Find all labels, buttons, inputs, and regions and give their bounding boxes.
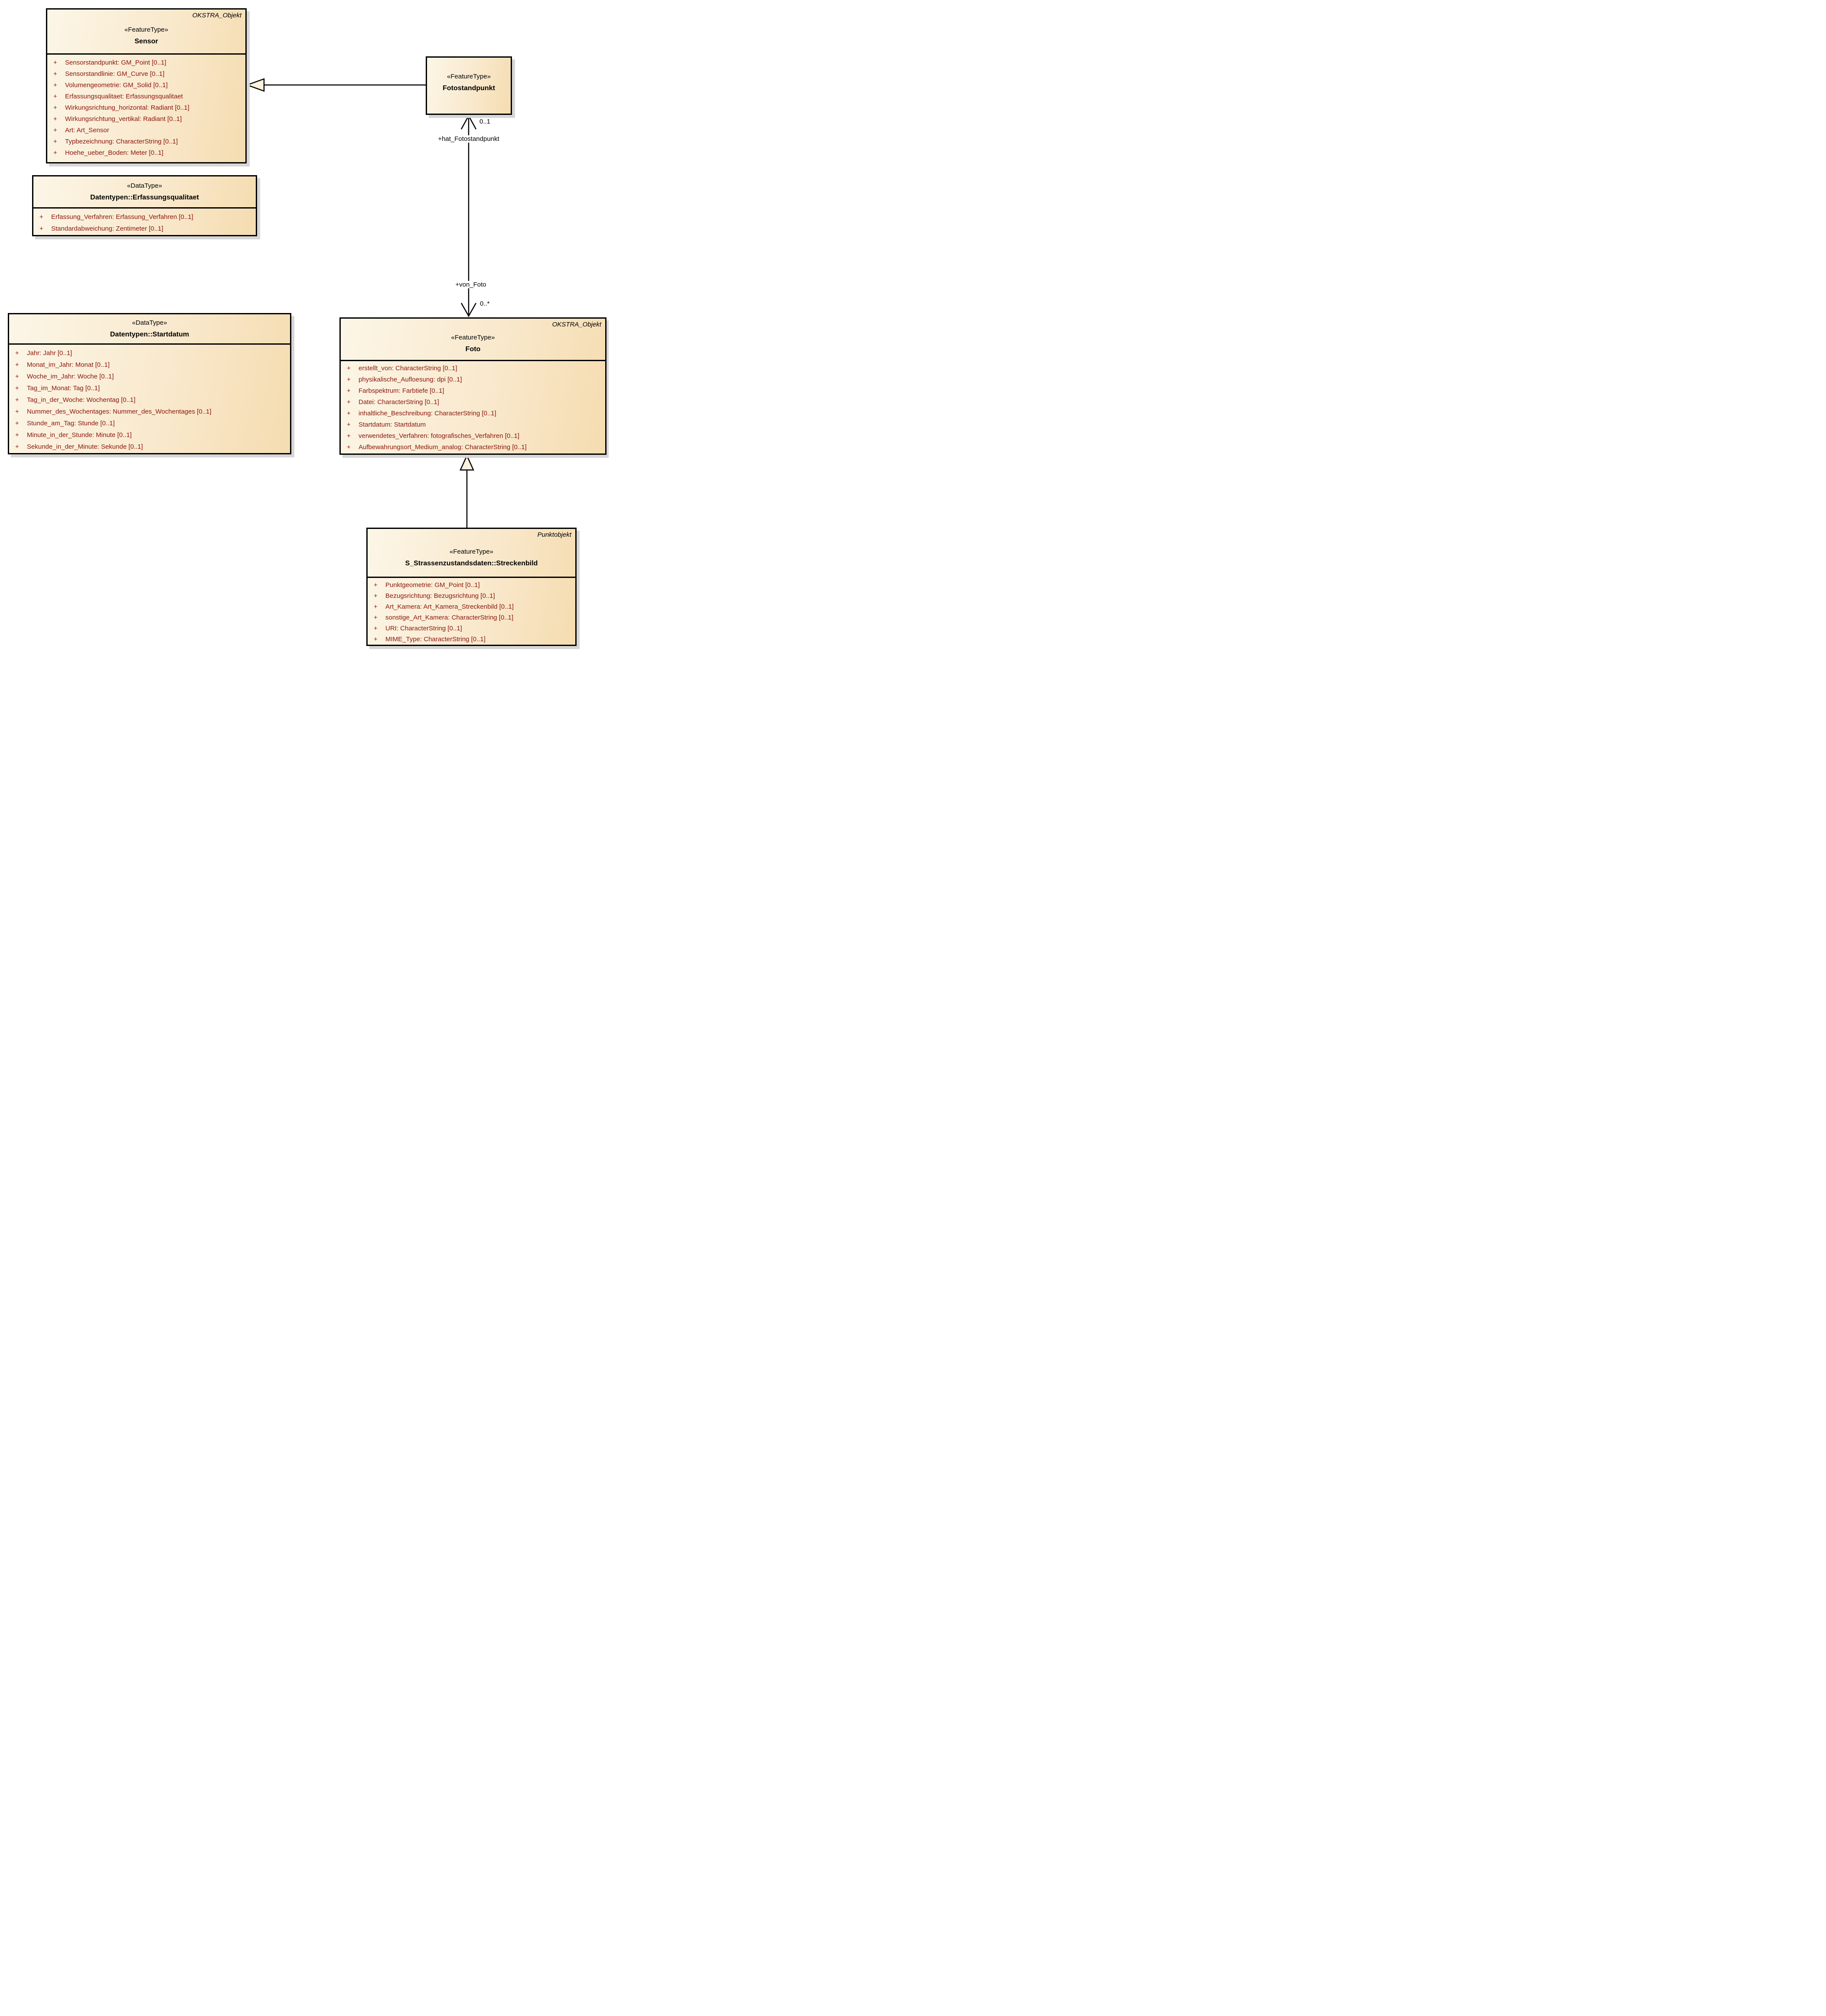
attributes-compartment: +Erfassung_Verfahren: Erfassung_Verfahre… xyxy=(33,209,256,235)
class-box-sensor[interactable]: OKSTRA_Objekt «FeatureType» Sensor +Sens… xyxy=(46,8,247,163)
class-tag: OKSTRA_Objekt xyxy=(192,12,241,19)
attribute-row: +Sensorstandpunkt: GM_Point [0..1] xyxy=(53,59,166,66)
attribute-row: +Erfassungsqualitaet: Erfassungsqualitae… xyxy=(53,93,183,100)
attribute-row: +Woche_im_Jahr: Woche [0..1] xyxy=(15,373,114,380)
class-name: Datentypen::Erfassungsqualitaet xyxy=(90,194,199,201)
uml-diagram-canvas: 0..1 +hat_Fotostandpunkt +von_Foto 0..* … xyxy=(0,0,609,672)
multiplicity-von-foto: 0..* xyxy=(479,300,491,307)
class-stereotype: «FeatureType» xyxy=(450,548,493,555)
attribute-row: +Bezugsrichtung: Bezugsrichtung [0..1] xyxy=(374,592,495,600)
attribute-row: +Wirkungsrichtung_horizontal: Radiant [0… xyxy=(53,104,189,111)
attribute-row: +Art_Kamera: Art_Kamera_Streckenbild [0.… xyxy=(374,603,514,610)
hollow-triangle-arrowhead-icon xyxy=(460,454,474,471)
attribute-row: +Farbspektrum: Farbtiefe [0..1] xyxy=(347,387,444,395)
attribute-row: +erstellt_von: CharacterString [0..1] xyxy=(347,365,457,372)
attribute-row: +Punktgeometrie: GM_Point [0..1] xyxy=(374,581,480,589)
attributes-compartment: +erstellt_von: CharacterString [0..1] +p… xyxy=(341,361,605,453)
attribute-row: +Wirkungsrichtung_vertikal: Radiant [0..… xyxy=(53,115,182,123)
attribute-row: +URI: CharacterString [0..1] xyxy=(374,625,462,632)
class-stereotype: «FeatureType» xyxy=(447,73,491,80)
class-name: Foto xyxy=(465,346,481,353)
attributes-compartment: +Jahr: Jahr [0..1] +Monat_im_Jahr: Monat… xyxy=(9,345,290,453)
role-label-von-foto: +von_Foto xyxy=(454,281,488,288)
attribute-row: +Hoehe_ueber_Boden: Meter [0..1] xyxy=(53,149,163,157)
class-box-fotostandpunkt[interactable]: «FeatureType» Fotostandpunkt xyxy=(426,56,512,115)
class-name: Sensor xyxy=(134,38,158,45)
class-name: S_Strassenzustandsdaten::Streckenbild xyxy=(405,559,538,567)
attribute-row: +Aufbewahrungsort_Medium_analog: Charact… xyxy=(347,444,527,451)
attribute-row: +Art: Art_Sensor xyxy=(53,127,109,134)
generalization-fotostandpunkt-to-sensor xyxy=(245,78,426,92)
class-box-foto[interactable]: OKSTRA_Objekt «FeatureType» Foto +erstel… xyxy=(339,317,606,455)
class-box-streckenbild[interactable]: Punktobjekt «FeatureType» S_Strassenzust… xyxy=(366,528,577,646)
attribute-row: +Typbezeichnung: CharacterString [0..1] xyxy=(53,138,178,145)
role-label-hat-fotostandpunkt: +hat_Fotostandpunkt xyxy=(437,135,501,143)
attribute-row: +Jahr: Jahr [0..1] xyxy=(15,349,72,357)
attribute-row: +Sekunde_in_der_Minute: Sekunde [0..1] xyxy=(15,443,143,450)
attribute-row: +Minute_in_der_Stunde: Minute [0..1] xyxy=(15,431,132,439)
class-box-erfassungsqualitaet[interactable]: «DataType» Datentypen::Erfassungsqualita… xyxy=(32,175,257,236)
attribute-row: +Stunde_am_Tag: Stunde [0..1] xyxy=(15,420,115,427)
attribute-row: +Tag_im_Monat: Tag [0..1] xyxy=(15,385,100,392)
attribute-row: +Monat_im_Jahr: Monat [0..1] xyxy=(15,361,110,369)
attribute-row: +Startdatum: Startdatum xyxy=(347,421,426,428)
class-stereotype: «DataType» xyxy=(132,319,167,326)
class-tag: OKSTRA_Objekt xyxy=(552,321,601,328)
class-box-startdatum[interactable]: «DataType» Datentypen::Startdatum +Jahr:… xyxy=(8,313,291,454)
attribute-row: +Nummer_des_Wochentages: Nummer_des_Woch… xyxy=(15,408,212,415)
attribute-row: +Volumengeometrie: GM_Solid [0..1] xyxy=(53,82,168,89)
class-stereotype: «DataType» xyxy=(127,182,162,189)
generalization-streckenbild-to-foto xyxy=(460,454,474,528)
attributes-compartment: +Sensorstandpunkt: GM_Point [0..1] +Sens… xyxy=(47,55,245,159)
class-name: Datentypen::Startdatum xyxy=(110,331,189,338)
class-tag: Punktobjekt xyxy=(537,531,571,538)
open-arrowhead-up-icon xyxy=(460,114,477,130)
attribute-row: +MIME_Type: CharacterString [0..1] xyxy=(374,636,486,643)
attribute-row: +physikalische_Aufloesung: dpi [0..1] xyxy=(347,376,462,383)
attributes-compartment: +Punktgeometrie: GM_Point [0..1] +Bezugs… xyxy=(368,578,575,645)
attribute-row: +verwendetes_Verfahren: fotografisches_V… xyxy=(347,432,520,440)
attribute-row: +Datei: CharacterString [0..1] xyxy=(347,398,439,406)
class-stereotype: «FeatureType» xyxy=(451,334,495,341)
attribute-row: +Erfassung_Verfahren: Erfassung_Verfahre… xyxy=(39,213,193,221)
attribute-row: +Standardabweichung: Zentimeter [0..1] xyxy=(39,225,163,232)
hollow-triangle-arrowhead-icon xyxy=(245,78,265,92)
attribute-row: +Tag_in_der_Woche: Wochentag [0..1] xyxy=(15,396,136,404)
class-stereotype: «FeatureType» xyxy=(124,26,168,33)
open-arrowhead-down-icon xyxy=(460,303,477,317)
attribute-row: +Sensorstandlinie: GM_Curve [0..1] xyxy=(53,70,165,78)
attribute-row: +sonstige_Art_Kamera: CharacterString [0… xyxy=(374,614,514,621)
multiplicity-hat-fotostandpunkt: 0..1 xyxy=(478,118,492,125)
attribute-row: +inhaltliche_Beschreibung: CharacterStri… xyxy=(347,410,496,417)
class-name: Fotostandpunkt xyxy=(443,85,495,92)
